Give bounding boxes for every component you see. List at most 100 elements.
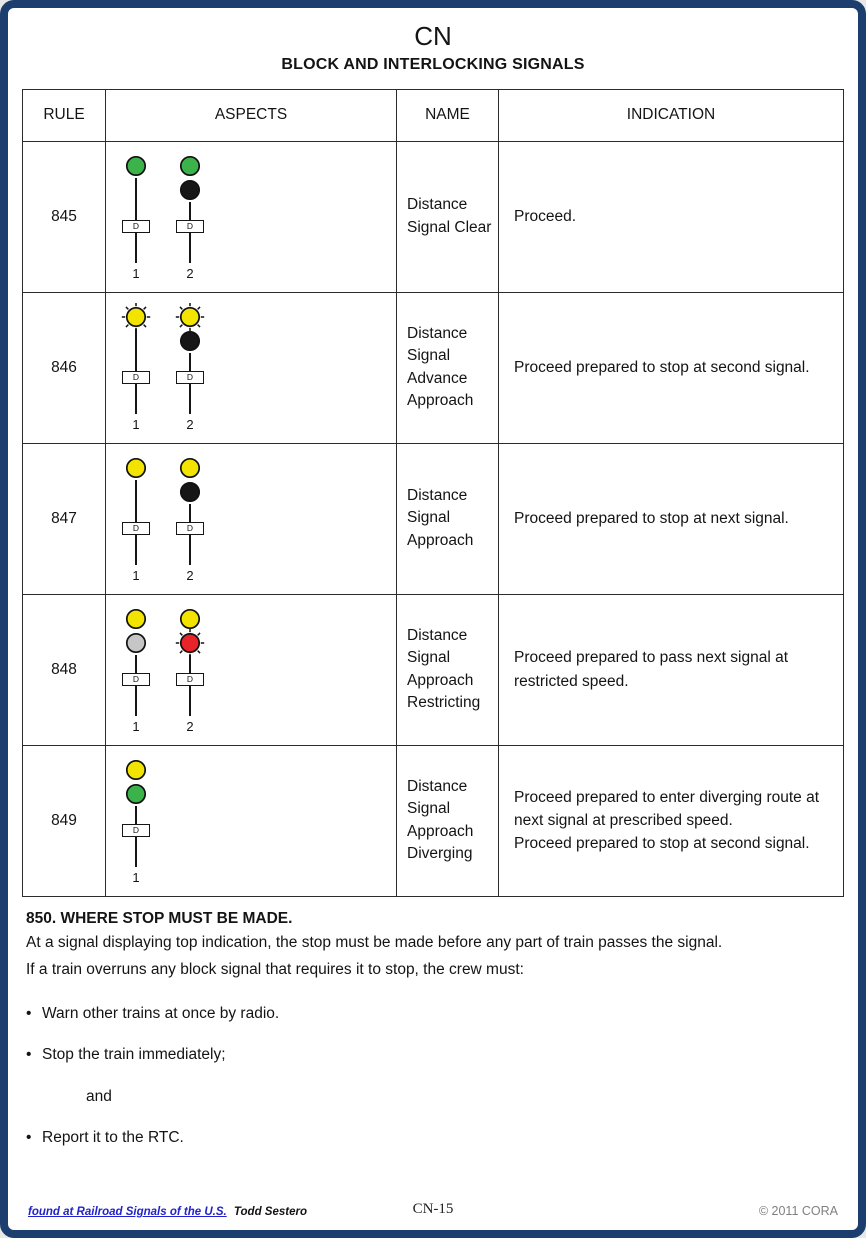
lamp-stack: [120, 154, 152, 178]
name-cell: Distance Signal Approach Diverging: [396, 744, 499, 897]
page-subtitle: BLOCK AND INTERLOCKING SIGNALS: [281, 55, 585, 73]
yellow-lamp-icon: [125, 759, 147, 780]
lunar-lamp-icon: [125, 632, 147, 653]
page-header: CN BLOCK AND INTERLOCKING SIGNALS: [22, 16, 844, 74]
connector-word: and: [86, 1087, 112, 1105]
col-header-indication: INDICATION: [498, 88, 844, 142]
mast-line: [135, 836, 137, 867]
rule-cell: 847: [22, 442, 106, 595]
green-lamp-icon: [125, 155, 147, 176]
lamp-stack: [174, 154, 206, 202]
indication-line: Proceed prepared to stop at second signa…: [514, 835, 810, 853]
bullet-text: Stop the train immediately;: [42, 1045, 226, 1063]
bullet-icon: •: [26, 1045, 32, 1063]
indication-cell: Proceed prepared to stop at next signal.: [498, 442, 844, 595]
lamp-stack: [174, 302, 206, 353]
mast-line: [189, 503, 191, 522]
indication-cell: Proceed prepared to stop at second signa…: [498, 291, 844, 444]
section-heading: 850. WHERE STOP MUST BE MADE.: [26, 909, 293, 927]
table-header-row: RULE ASPECTS NAME INDICATION: [22, 88, 844, 142]
page-footer: found at Railroad Signals of the U.S. To…: [22, 1201, 844, 1220]
indication-line: Proceed prepared to enter diverging rout…: [514, 788, 820, 829]
green-lamp-icon: [125, 783, 147, 804]
col-header-name: NAME: [396, 88, 499, 142]
credit-link[interactable]: found at Railroad Signals of the U.S.: [28, 1206, 227, 1218]
name-cell: Distance Signal Approach Restricting: [396, 593, 499, 746]
rule-cell: 849: [22, 744, 106, 897]
indication-cell: Proceed.: [498, 140, 844, 293]
name-cell: Distance Signal Advance Approach: [396, 291, 499, 444]
rule-cell: 845: [22, 140, 106, 293]
indication-line: Proceed.: [514, 207, 577, 225]
mast-line: [135, 479, 137, 522]
indication-line: Proceed prepared to stop at second signa…: [514, 358, 810, 376]
mast-line: [189, 232, 191, 263]
yellow-lamp-icon: [179, 608, 201, 629]
yellow-lamp-icon: [179, 457, 201, 478]
bullet-item: • Stop the train immediately;: [26, 1046, 840, 1064]
bullet-icon: •: [26, 1004, 32, 1022]
d-plate: D: [176, 370, 204, 384]
signal-number: 1: [132, 265, 140, 281]
d-plate: D: [122, 672, 150, 686]
black-lamp-icon: [179, 481, 201, 502]
d-plate: D: [122, 521, 150, 535]
lamp-stack: [174, 456, 206, 504]
mast-line: [189, 201, 191, 220]
signal-number: 2: [186, 265, 194, 281]
lamp-stack: [120, 607, 152, 655]
page-title: CN: [414, 21, 452, 51]
copyright-text: © 2011 CORA: [758, 1204, 838, 1218]
name-cell: Distance Signal Approach: [396, 442, 499, 595]
signal-number: 2: [186, 416, 194, 432]
mast-line: [135, 805, 137, 824]
section-paragraph-1: At a signal displaying top indication, t…: [26, 933, 723, 951]
name-cell: Distance Signal Clear: [396, 140, 499, 293]
black-lamp-icon: [179, 179, 201, 200]
mast-line: [135, 534, 137, 565]
d-plate: D: [122, 370, 150, 384]
signal-number: 2: [186, 567, 194, 583]
yellow-lamp-icon: [125, 608, 147, 629]
indication-cell: Proceed prepared to enter diverging rout…: [498, 744, 844, 897]
signal-number: 1: [132, 567, 140, 583]
page-number: CN-15: [412, 1201, 454, 1217]
indication-line: Proceed prepared to stop at next signal.: [514, 509, 789, 527]
bullet-item: • Report it to the RTC.: [26, 1129, 840, 1147]
lamp-stack: [120, 302, 152, 331]
lamp-stack: [120, 456, 152, 480]
lamp-stack: [120, 758, 152, 806]
col-header-rule: RULE: [22, 88, 106, 142]
d-plate: D: [122, 823, 150, 837]
yellow-lamp-icon: [125, 457, 147, 478]
mast-line: [189, 383, 191, 414]
mast-line: [135, 685, 137, 716]
bullet-text: Warn other trains at once by radio.: [42, 1004, 280, 1022]
signal-number: 1: [132, 718, 140, 734]
mast-line: [189, 654, 191, 673]
d-plate: D: [176, 219, 204, 233]
d-plate: D: [176, 672, 204, 686]
flashing-red-lamp-icon: [175, 628, 205, 657]
